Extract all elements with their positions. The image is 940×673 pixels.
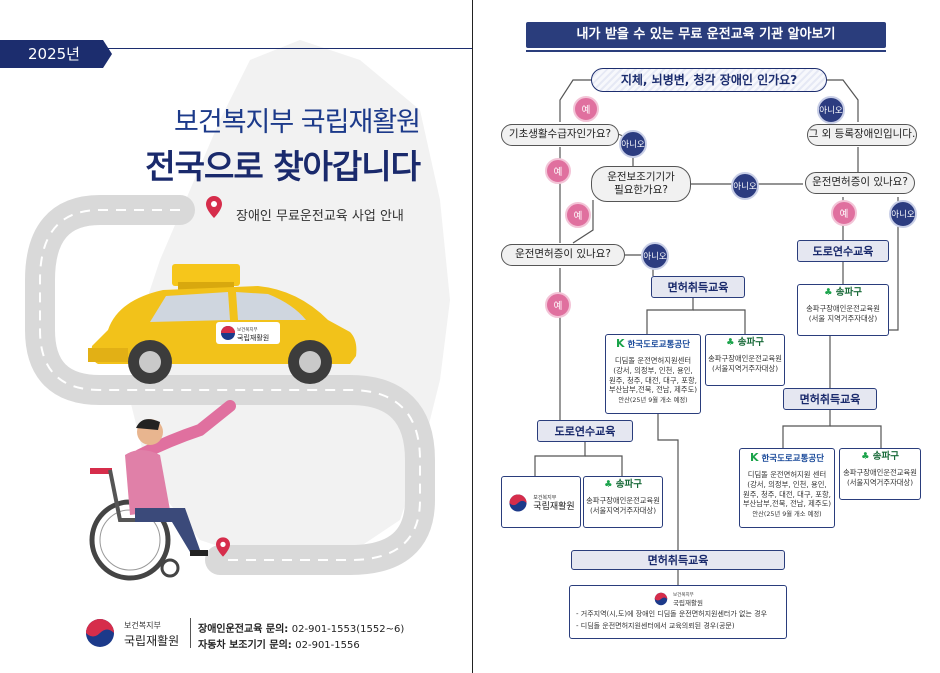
songpa-logo: ♣ 송파구 — [603, 479, 643, 490]
rehab-name: 보건복지부 국립재활원 — [533, 495, 575, 512]
songpa-box-d: ♣ 송파구 송파구장애인운전교육원 (서울지역거주자대상) — [839, 448, 921, 500]
car-logo-line1: 보건복지부 — [237, 328, 258, 333]
kotsa-logo: K 한국도로교통공단 — [615, 337, 691, 350]
songpa-box-c: ♣ 송파구 송파구장애인운전교육원 (서울지역거주자대상) — [583, 476, 663, 528]
rehab-center-box: 보건복지부 국립재활원 — [501, 476, 581, 528]
kotsa-logo: K 한국도로교통공단 — [749, 451, 825, 464]
question-license-left: 운전면허증이 있나요? — [501, 244, 625, 266]
contact-value: 02-901-1553(1552~6) — [291, 624, 405, 635]
songpa-logo: ♣ 송파구 — [823, 287, 863, 298]
org-line: 디딤돌 운전면허지원 센터 — [747, 469, 827, 479]
footer-divider — [190, 618, 191, 648]
page-divider — [472, 0, 473, 673]
no-badge: 아니오 — [889, 200, 917, 228]
org-line: 원주, 청주, 대전, 대구, 포항, — [608, 375, 697, 385]
songpa-logo: ♣ 송파구 — [860, 451, 900, 462]
box-license-acquisition-left: 면허취득교육 — [651, 276, 745, 298]
wheelchair-user-illustration — [89, 400, 236, 581]
question-other-registered: 그 외 등록장애인입니다. — [807, 124, 917, 146]
location-pin-icon — [216, 537, 230, 557]
condition-line-1: - 거주지역(시,도)에 장애인 디딤돌 운전면허지원센터가 없는 경우 — [576, 610, 768, 619]
org-scope: (서울지역거주자대상) — [711, 363, 779, 373]
rehab-bottom-logo: 보건복지부 국립재활원 — [576, 590, 780, 607]
taxi-illustration — [88, 264, 357, 384]
government-logo-icon — [509, 494, 527, 512]
banner-underline — [526, 50, 886, 52]
no-badge: 아니오 — [619, 130, 647, 158]
org-line: (강서, 의정부, 인천, 용인, — [613, 365, 693, 375]
car-logo-line2: 국립재활원 — [237, 334, 270, 342]
no-badge: 아니오 — [731, 172, 759, 200]
rehab-bottom-box: 보건복지부 국립재활원 - 거주지역(시,도)에 장애인 디딤돌 운전면허지원센… — [569, 585, 787, 639]
yes-badge: 예 — [573, 96, 599, 122]
rehab-name: 보건복지부 국립재활원 — [673, 593, 703, 607]
year-tag: 2025년 — [0, 40, 112, 68]
org-line: 부산남부,전북, 전남, 제주도) — [608, 385, 698, 395]
contact-value: 02-901-1556 — [295, 640, 360, 651]
org-line: 안산(25년 9월 개소 예정) — [618, 397, 688, 405]
year-line — [0, 48, 472, 49]
org-line: 부산남부,전북, 전남, 제주도) — [742, 499, 832, 509]
no-badge: 아니오 — [641, 242, 669, 270]
contact-label: 장애인운전교육 문의: — [198, 624, 289, 635]
cover-subtitle: 보건복지부 국립재활원 — [174, 107, 421, 138]
box-road-training-right: 도로연수교육 — [797, 240, 889, 262]
question-basic-livelihood: 기초생활수급자인가요? — [501, 124, 619, 146]
songpa-box-b: ♣ 송파구 송파구장애인운전교육원 (서울 지역거주자대상) — [797, 284, 889, 336]
question-assistive-device: 운전보조기기가 필요한가요? — [591, 166, 691, 202]
yes-badge: 예 — [831, 200, 857, 226]
footer-org-line1: 보건복지부 — [124, 621, 161, 630]
yes-badge: 예 — [545, 292, 571, 318]
yes-badge: 예 — [565, 202, 591, 228]
government-logo-icon — [86, 619, 114, 647]
condition-line-2: - 디딤돌 운전면허지원센터에서 교육의뢰된 경우(공문) — [576, 621, 735, 630]
songpa-box-a: ♣ 송파구 송파구장애인운전교육원 (서울지역거주자대상) — [705, 334, 785, 386]
footer-contact-1: 장애인운전교육 문의: 02-901-1553(1552~6) — [198, 620, 404, 635]
org-name: 송파구장애인운전교육원 — [806, 303, 880, 313]
flowchart-banner: 내가 받을 수 있는 무료 운전교육 기관 알아보기 — [526, 22, 886, 48]
question-license-right: 운전면허증이 있나요? — [805, 172, 915, 194]
org-scope: (서울지역거주자대상) — [589, 505, 657, 515]
cover-intro: 장애인 무료운전교육 사업 안내 — [236, 209, 404, 224]
org-scope: (서울 지역거주자대상) — [808, 313, 878, 323]
flowchart-page: 내가 받을 수 있는 무료 운전교육 기관 알아보기 지체, 뇌병변, 청각 장… — [473, 0, 940, 673]
cover-title: 전국으로 찾아갑니다 — [145, 147, 421, 186]
no-badge: 아니오 — [817, 96, 845, 124]
cover-page: 2025년 보건복지부 국립재활원 전국으로 찾아갑니다 장애인 무료운전교육 … — [0, 40, 472, 651]
yes-badge: 예 — [545, 158, 571, 184]
org-line: 원주, 청주, 대전, 대구, 포항, — [742, 489, 831, 499]
footer-contact-2: 자동차 보조기기 문의: 02-901-1556 — [198, 636, 360, 651]
org-line: 디딤돌 운전면허지원센터 — [614, 355, 692, 365]
kotsa-box-b: K 한국도로교통공단 디딤돌 운전면허지원 센터 (강서, 의정부, 인천, 용… — [739, 448, 835, 528]
government-logo-icon — [654, 592, 668, 605]
question-disability-type: 지체, 뇌병변, 청각 장애인 인가요? — [591, 68, 827, 92]
box-license-acquisition-right: 면허취득교육 — [783, 388, 877, 410]
org-scope: (서울지역거주자대상) — [846, 477, 914, 487]
box-road-training-left: 도로연수교육 — [537, 420, 633, 442]
contact-label: 자동차 보조기기 문의: — [198, 640, 292, 651]
kotsa-box-a: K 한국도로교통공단 디딤돌 운전면허지원센터 (강서, 의정부, 인천, 용인… — [605, 334, 701, 414]
org-name: 송파구장애인운전교육원 — [843, 467, 917, 477]
box-license-acquisition-bottom: 면허취득교육 — [571, 550, 785, 570]
songpa-logo: ♣ 송파구 — [725, 337, 765, 348]
org-name: 송파구장애인운전교육원 — [586, 495, 660, 505]
org-line: (강서, 의정부, 인천, 용인, — [747, 479, 827, 489]
org-line: 안산(25년 9월 개소 예정) — [752, 511, 822, 519]
org-name: 송파구장애인운전교육원 — [708, 353, 782, 363]
location-pin-icon — [206, 196, 222, 218]
footer-org-line2: 국립재활원 — [124, 634, 180, 648]
